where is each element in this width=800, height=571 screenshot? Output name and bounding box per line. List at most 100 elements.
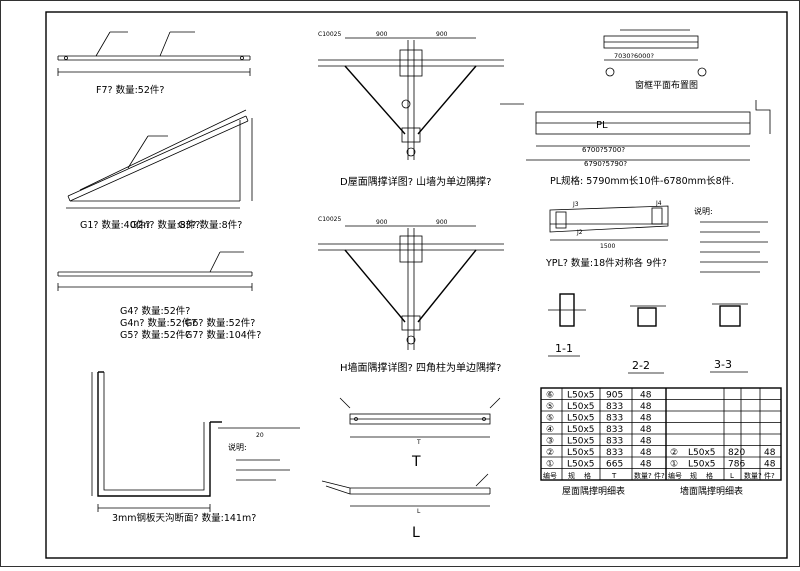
g5-label: G5? 数量:52件?: [120, 329, 190, 341]
g1-label: G1? 数量:40件?: [80, 219, 150, 231]
brace-table-cell: ①: [546, 460, 554, 470]
brace-table-cell: 665: [606, 460, 623, 470]
gutter-section: 20 说明: 3mm钢板天沟断面? 数量:141m?: [91, 371, 300, 524]
brace-table-cell: ⑥: [546, 391, 554, 401]
dim-7030: 7030?6000?: [614, 52, 654, 60]
wall-table-header: L: [730, 472, 734, 480]
brace-table-cell: 833: [606, 402, 623, 412]
brace-table-cell: L50x5: [567, 425, 595, 435]
g6-label: G6? 数量:52件?: [185, 317, 255, 329]
d-detail-label: D屋面隅撑详图? 山墙为单边隅撑?: [340, 175, 492, 188]
wall-table-cell: ①: [670, 460, 678, 470]
brace-table-cell: 48: [640, 448, 652, 458]
dim-l: L: [417, 508, 421, 515]
wall-table-cell: L50x5: [688, 460, 716, 470]
wall-table-cell: 48: [764, 460, 776, 470]
wall-table-cell: 820: [728, 448, 745, 458]
g4-purlin-detail: G4? 数量:52件? G4n? 数量:52件? G6? 数量:52件? G5?…: [57, 251, 261, 341]
wall-table-cell: 786: [728, 460, 745, 470]
c10025-mark-b: C10025: [318, 216, 341, 223]
brace-table-cell: ②: [546, 448, 554, 458]
brace-table-caption: 屋面隅撑明细表: [562, 485, 625, 497]
brace-table-cell: L50x5: [567, 414, 595, 424]
d-roof-brace-detail: C10025 900 900 D屋面隅撑详图? 山墙为单边隅撑?: [318, 31, 504, 188]
pl-plate-detail: PL 6700?5700? 6790?5790? PL规格: 5790mm长10…: [500, 100, 771, 187]
section-3-3: 3-3: [710, 303, 748, 373]
brace-table-cell: L50x5: [567, 448, 595, 458]
dim-900-b: 900: [436, 31, 448, 38]
window-layout-plan: 7030?6000? 窗框平面布置图: [603, 29, 707, 91]
brace-table-cell: 48: [640, 402, 652, 412]
section-2-2: 2-2: [628, 305, 666, 374]
brace-table-cell: 48: [640, 391, 652, 401]
brace-table-cell: L50x5: [567, 402, 595, 412]
wall-table-header: 编号: [668, 471, 682, 480]
brace-table-header: T: [611, 472, 617, 480]
dim-1500: 1500: [600, 243, 615, 250]
brace-table-cell: 48: [640, 414, 652, 424]
g1-purlin-detail: G1? 数量:40件? G2n? 数量:8件? G3? 数量:8件?: [66, 109, 253, 231]
brace-table-cell: ⑤: [546, 402, 554, 412]
wall-table-cell: ②: [670, 448, 678, 458]
brace-table-cell: 48: [640, 425, 652, 435]
mark-j4: J4: [655, 200, 662, 207]
c10025-mark-a: C10025: [318, 31, 341, 38]
dim-t: T: [416, 439, 421, 446]
dim-20: 20: [256, 432, 264, 439]
mark-j3: J3: [572, 201, 579, 208]
g7-label: G7? 数量:104件?: [185, 329, 261, 341]
t-brace-member: T T: [339, 397, 501, 470]
ypl-caption: YPL? 数量:18件对称各 9件?: [545, 257, 667, 269]
layout-title: 窗框平面布置图: [635, 79, 698, 91]
ypl-detail: 1500 J3 J4 J2 YPL? 数量:18件对称各 9件? 说明:: [545, 200, 768, 273]
brace-table-header: 格: [584, 471, 591, 480]
brace-table-cell: ④: [546, 425, 554, 435]
brace-table-cell: L50x5: [567, 460, 595, 470]
section-1-1-label: 1-1: [555, 342, 573, 355]
l-brace-member: L L: [321, 473, 491, 541]
brace-table-header: 数量? 件?: [634, 471, 665, 480]
h-detail-label: H墙面隅撑详图? 四角柱为单边隅撑?: [340, 361, 501, 374]
brace-table-cell: 833: [606, 437, 623, 447]
mark-j2: J2: [576, 229, 583, 236]
brace-table-cell: 48: [640, 437, 652, 447]
dim-900-a: 900: [376, 31, 388, 38]
brace-table-cell: ③: [546, 437, 554, 447]
gutter-notes-title: 说明:: [228, 442, 247, 452]
section-2-2-label: 2-2: [632, 359, 650, 372]
brace-table-cell: 833: [606, 414, 623, 424]
h-wall-brace-detail: C10025 900 900 H墙面隅撑详图? 四角柱为单边隅撑?: [318, 216, 504, 374]
dim-6700: 6700?5700?: [582, 146, 625, 154]
g4n-label: G4n? 数量:52件?: [120, 317, 196, 329]
wall-table-cell: 48: [764, 448, 776, 458]
dim-900-d: 900: [436, 219, 448, 226]
wall-table-header: 规: [690, 471, 697, 480]
brace-table-cell: ⑤: [546, 414, 554, 424]
gutter-label: 3mm钢板天沟断面? 数量:141m?: [112, 512, 256, 524]
brace-table-cell: 48: [640, 460, 652, 470]
section-1-1: 1-1: [548, 293, 586, 357]
dim-6790: 6790?5790?: [584, 160, 627, 168]
wall-table-cell: L50x5: [688, 448, 716, 458]
dim-900-c: 900: [376, 219, 388, 226]
l-mark: L: [412, 525, 420, 541]
brace-table-cell: 833: [606, 425, 623, 435]
inner-border: [45, 11, 788, 559]
wall-table-header: 格: [706, 471, 713, 480]
pl-caption: PL规格: 5790mm长10件-6780mm长8件.: [550, 175, 734, 187]
brace-table-cell: L50x5: [567, 391, 595, 401]
t-mark: T: [411, 454, 421, 470]
brace-table-cell: 833: [606, 448, 623, 458]
brace-table-header: 编号: [543, 471, 557, 480]
g3-label: G3? 数量:8件?: [178, 219, 242, 231]
f7-purlin-detail: F7? 数量:52件?: [57, 31, 251, 96]
wall-table-header: 数量? 件?: [744, 471, 775, 480]
g4-label: G4? 数量:52件?: [120, 305, 190, 317]
f7-label: F7? 数量:52件?: [96, 84, 164, 96]
section-3-3-label: 3-3: [714, 358, 732, 371]
brace-table-header: 规: [568, 471, 575, 480]
brace-table-cell: L50x5: [567, 437, 595, 447]
